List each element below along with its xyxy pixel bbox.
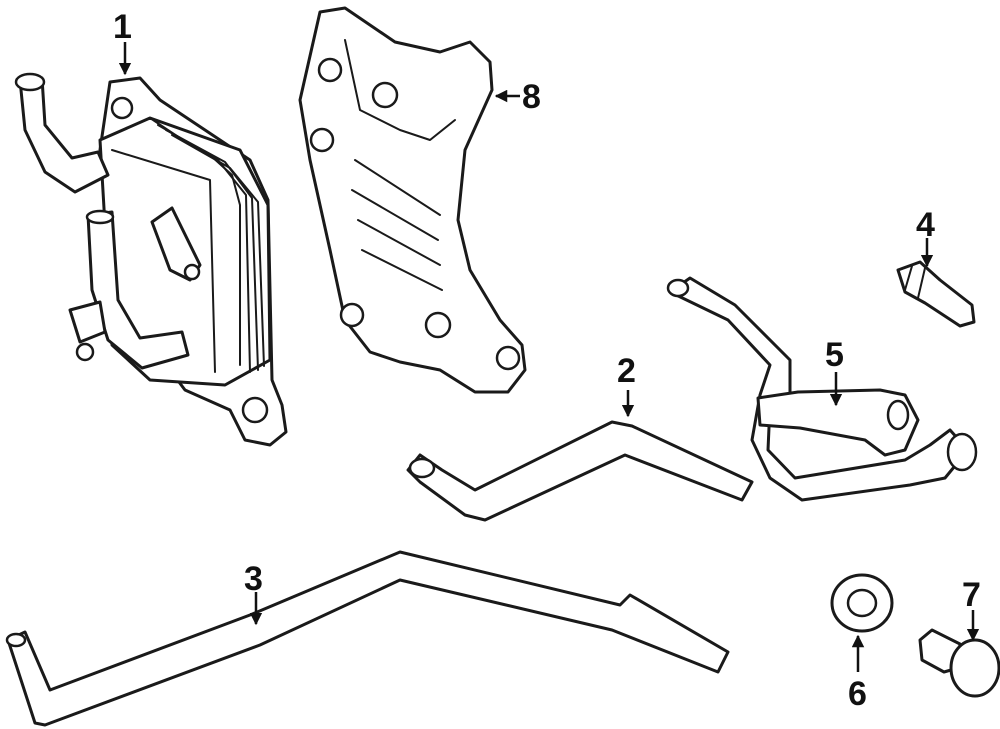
callout-7: 7	[962, 576, 981, 614]
callout-8: 8	[522, 78, 541, 116]
part-6-washer[interactable]	[830, 573, 894, 633]
callout-6: 6	[848, 675, 867, 713]
callout-3: 3	[244, 560, 263, 598]
part-5-tube[interactable]	[666, 276, 978, 502]
part-4-fitting[interactable]	[896, 260, 976, 328]
part-3-hose[interactable]	[5, 550, 730, 727]
callout-2: 2	[617, 352, 636, 390]
callout-1: 1	[113, 8, 132, 46]
callout-4: 4	[916, 206, 935, 244]
part-1-oil-cooler[interactable]	[14, 72, 288, 447]
part-2-hose[interactable]	[406, 420, 754, 522]
part-8-bracket[interactable]	[298, 6, 527, 394]
callout-5: 5	[825, 336, 844, 374]
part-7-bolt[interactable]	[918, 628, 1000, 698]
